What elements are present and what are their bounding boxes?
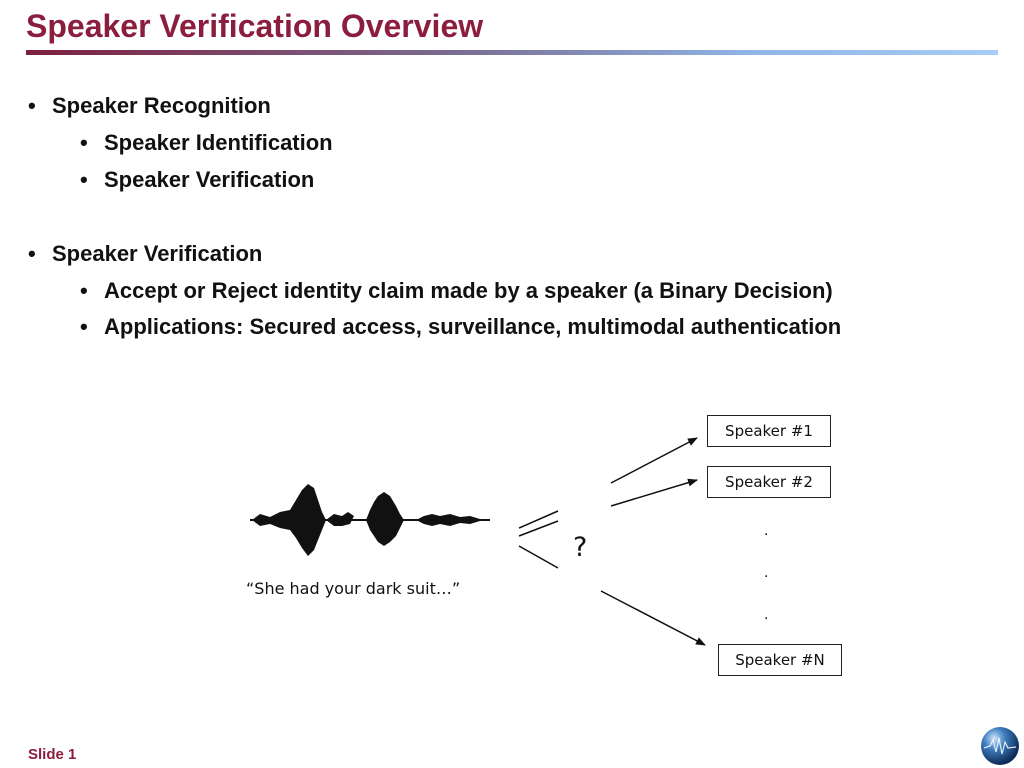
title-divider <box>26 50 998 55</box>
question-mark: ? <box>573 532 588 563</box>
bullet-subitem: •Applications: Secured access, surveilla… <box>80 314 842 339</box>
ellipsis-dot: . <box>764 564 769 581</box>
utterance-caption: “She had your dark suit…” <box>246 579 461 598</box>
slide-number: Slide 1 <box>28 746 77 763</box>
speaker-box-1: Speaker #1 <box>707 415 831 447</box>
speaker-box-n: Speaker #N <box>718 644 842 676</box>
globe-logo-icon <box>981 727 1019 765</box>
bullet-subitem: •Speaker Verification <box>80 167 315 192</box>
slide-title: Speaker Verification Overview <box>26 8 484 44</box>
waveform-icon <box>250 484 490 556</box>
speaker-box-2: Speaker #2 <box>707 466 831 498</box>
ellipsis-dot: . <box>764 522 769 539</box>
ellipsis-dot: . <box>764 606 769 623</box>
arrows <box>600 437 706 646</box>
bullet-item: •Speaker Recognition <box>28 93 271 118</box>
bullet-subitem: •Speaker Identification <box>80 130 333 155</box>
bullet-item: •Speaker Verification <box>28 241 263 266</box>
bullet-subitem: •Accept or Reject identity claim made by… <box>80 278 833 303</box>
branch-lines <box>518 510 559 569</box>
